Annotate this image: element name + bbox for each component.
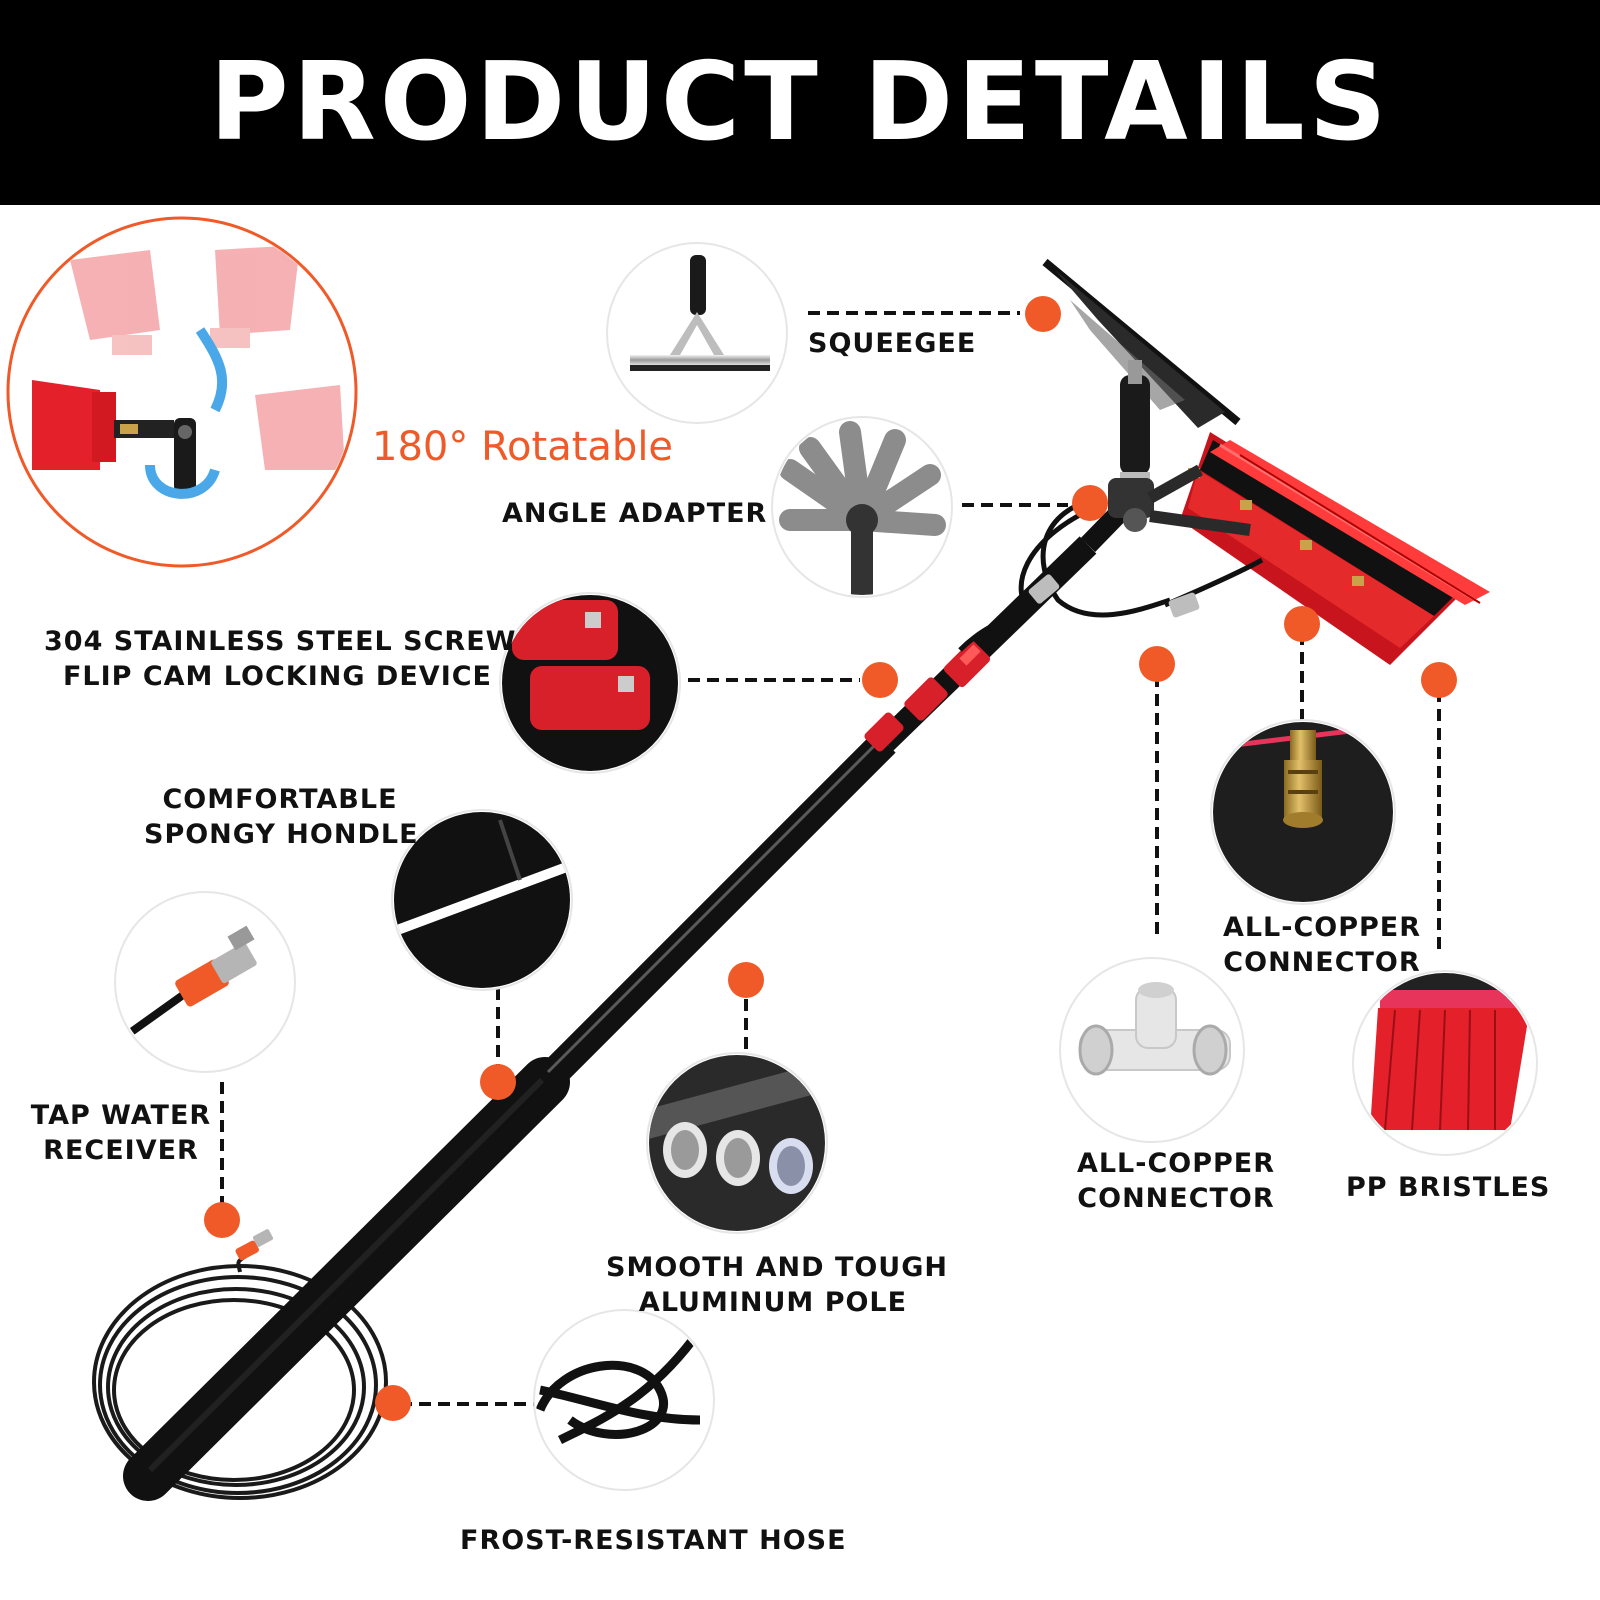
- label-lock-line-2: FLIP CAM LOCKING DEVICE: [62, 661, 492, 692]
- marker-dot-bristles: [1421, 662, 1457, 698]
- label-squeegee: SQUEEGEE: [808, 328, 977, 359]
- leader-lines: [220, 311, 1441, 1406]
- label-handle-line-2: SPONGY HONDLE: [144, 819, 419, 850]
- label-copper-left-line-1: ALL-COPPER: [1076, 1148, 1276, 1179]
- marker-dot-copper-right: [1284, 606, 1320, 642]
- bristles-detail-circle: [1352, 970, 1538, 1156]
- angle-adapter-joint: [1108, 464, 1251, 536]
- label-pole-line-2: ALUMINUM POLE: [638, 1287, 908, 1318]
- handle-detail-circle: [391, 809, 573, 991]
- label-copper-left: ALL-COPPER CONNECTOR: [1076, 1146, 1276, 1216]
- label-copper-right-line-1: ALL-COPPER: [1222, 912, 1422, 943]
- label-tap: TAP WATER RECEIVER: [30, 1098, 212, 1168]
- marker-dot-tap: [204, 1202, 240, 1238]
- label-lock-line-1: 304 STAINLESS STEEL SCREW: [44, 626, 517, 657]
- marker-dot-squeegee: [1025, 296, 1061, 332]
- label-bristles: PP BRISTLES: [1346, 1172, 1551, 1203]
- label-copper-right: ALL-COPPER CONNECTOR: [1222, 910, 1422, 980]
- label-handle: COMFORTABLE SPONGY HONDLE: [144, 782, 419, 852]
- label-copper-left-line-2: CONNECTOR: [1077, 1183, 1275, 1214]
- label-angle-adapter: ANGLE ADAPTER: [502, 498, 768, 529]
- label-lock: 304 STAINLESS STEEL SCREW FLIP CAM LOCKI…: [44, 624, 517, 694]
- label-hose: FROST-RESISTANT HOSE: [460, 1525, 847, 1556]
- tap-detail-circle: [114, 891, 296, 1073]
- brush-head: [1180, 432, 1490, 665]
- copper-connector-left-detail-circle: [1059, 957, 1245, 1143]
- rotatable-caption: 180° Rotatable: [372, 424, 674, 470]
- label-tap-line-1: TAP WATER: [30, 1100, 212, 1131]
- marker-dot-pole: [728, 962, 764, 998]
- tube-connectors: [1028, 574, 1200, 618]
- marker-dot-angle-adapter: [1072, 485, 1108, 521]
- locking-clamps: [864, 640, 991, 752]
- label-pole-line-1: SMOOTH AND TOUGH: [606, 1252, 948, 1283]
- copper-connector-right-detail-circle: [1210, 719, 1396, 905]
- rotation-detail-circle: [6, 216, 358, 568]
- squeegee-detail-circle: [606, 242, 788, 424]
- tap-fitting: [235, 1229, 274, 1261]
- label-handle-line-1: COMFORTABLE: [162, 784, 398, 815]
- marker-dot-hose: [375, 1385, 411, 1421]
- marker-dot-lock: [862, 662, 898, 698]
- label-tap-line-2: RECEIVER: [43, 1135, 199, 1166]
- label-pole: SMOOTH AND TOUGH ALUMINUM POLE: [606, 1250, 948, 1320]
- angle-adapter-detail-circle: [771, 416, 953, 598]
- label-copper-right-line-2: CONNECTOR: [1223, 947, 1421, 978]
- marker-dot-copper-left: [1139, 646, 1175, 682]
- marker-dot-handle: [480, 1064, 516, 1100]
- page-title: PRODUCT DETAILS: [209, 40, 1391, 165]
- pole-detail-circle: [646, 1052, 828, 1234]
- hose-detail-circle: [533, 1309, 715, 1491]
- marker-dots: [204, 296, 1457, 1421]
- lock-detail-circle: [499, 592, 681, 774]
- hose-coil: [92, 1254, 388, 1500]
- squeegee-head: [1042, 258, 1241, 482]
- header-banner: PRODUCT DETAILS: [0, 0, 1600, 205]
